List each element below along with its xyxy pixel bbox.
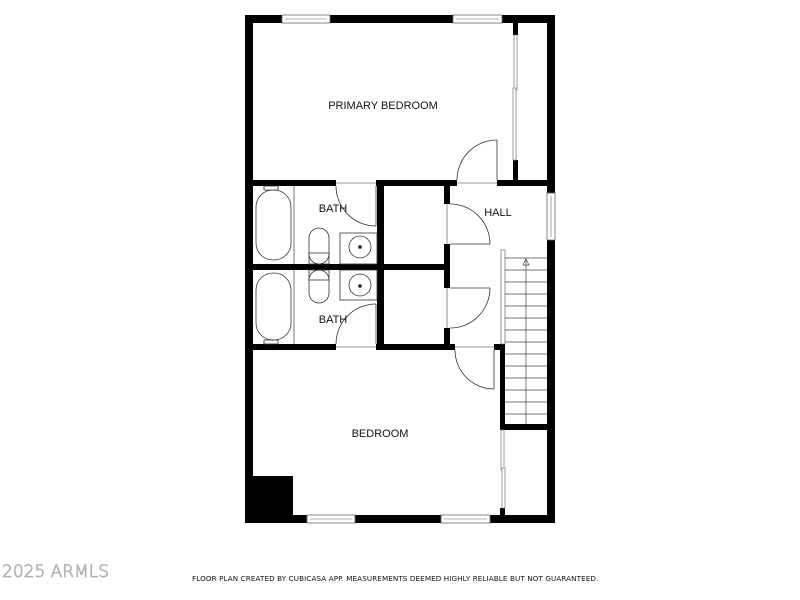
room-label-bath-2: BATH (319, 314, 348, 326)
sliding-doors (500, 34, 518, 509)
staircase (500, 249, 547, 424)
room-label-primary-bedroom: PRIMARY BEDROOM (328, 100, 438, 112)
copyright-watermark: 2025 ARMLS (2, 562, 110, 583)
doors (335, 139, 498, 390)
room-label-bath-1: BATH (319, 203, 348, 215)
windows (281, 14, 556, 524)
bath-2-fixtures (255, 269, 378, 345)
bath-1-fixtures (255, 185, 378, 265)
floor-plan-disclaimer: FLOOR PLAN CREATED BY CUBICASA APP. MEAS… (192, 574, 599, 583)
room-label-hall: HALL (484, 207, 512, 219)
room-label-bedroom: BEDROOM (352, 428, 409, 440)
walls (245, 15, 555, 523)
stair-arrow-icon (522, 258, 530, 266)
